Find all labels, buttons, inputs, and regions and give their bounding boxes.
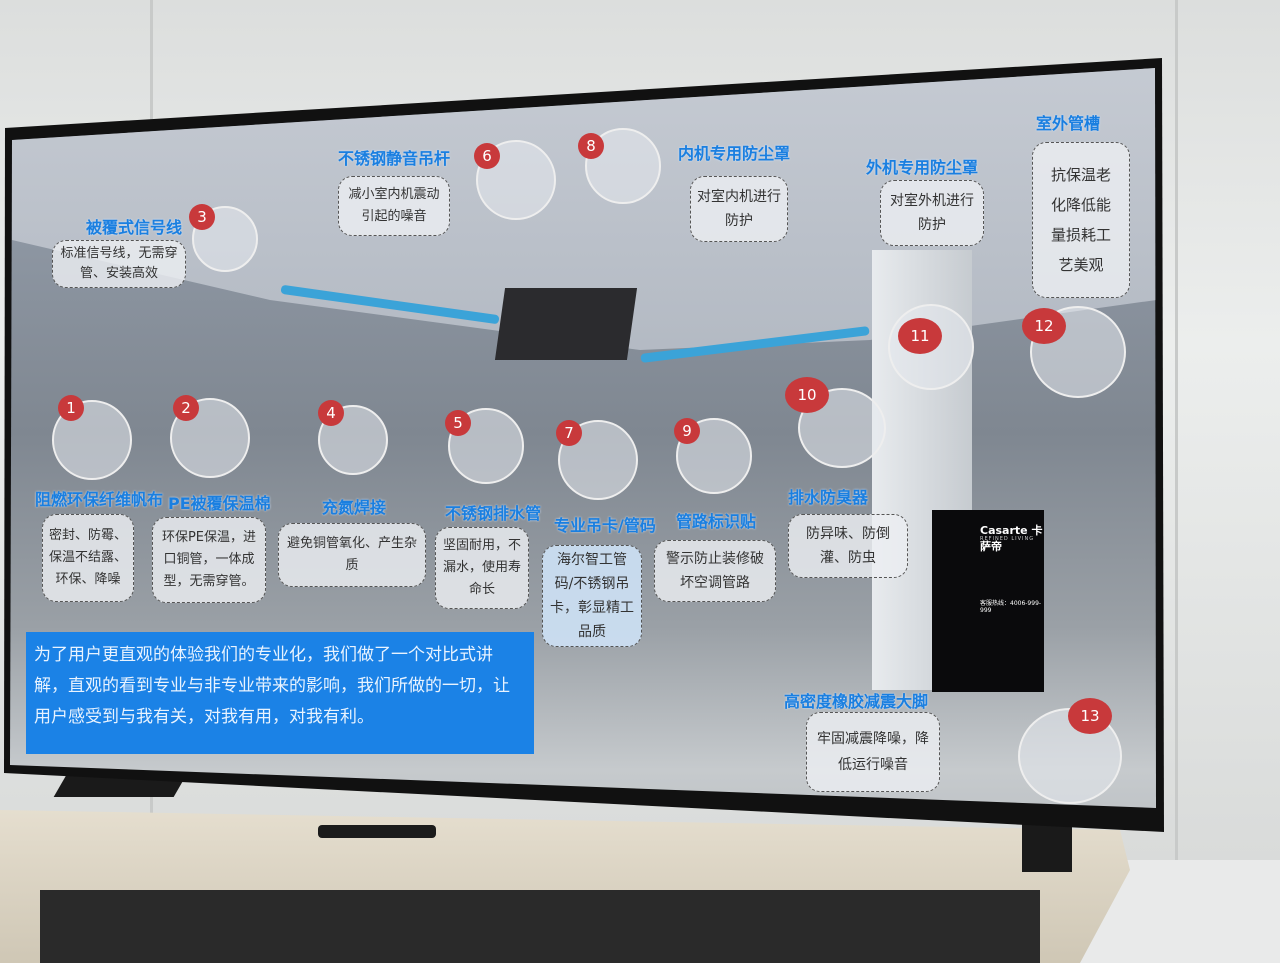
callout-title-4: 充氮焊接 [322,498,387,517]
callout-title-8: 内机专用防尘罩 [678,144,791,163]
callout-text-5: 坚固耐用，不漏水，使用寿命长 [435,527,529,609]
product-image-4 [318,405,388,475]
brand-tagline: REFINED LIVING [980,536,1035,542]
badge-11: 11 [898,318,942,354]
callout-title-5: 不锈钢排水管 [445,504,542,523]
callout-text-3: 标准信号线，无需穿管、安装高效 [52,240,186,288]
indoor-ac-unit [494,288,638,360]
badge-9: 9 [674,418,700,444]
callout-title-12: 室外管槽 [1036,114,1101,133]
info-banner: 为了用户更直观的体验我们的专业化，我们做了一个对比式讲解，直观的看到专业与非专业… [26,632,534,754]
badge-3: 3 [189,204,215,230]
callout-text-6: 减小室内机震动引起的噪音 [338,176,450,236]
callout-text-9: 警示防止装修破坏空调管路 [654,540,776,602]
callout-text-12: 抗保温老化降低能量损耗工艺美观 [1032,142,1130,298]
desk-shelf [40,890,1040,963]
badge-8: 8 [578,133,604,159]
badge-2: 2 [173,395,199,421]
callout-title-3: 被覆式信号线 [86,218,183,237]
wall-seam [1175,0,1178,860]
callout-title-13: 高密度橡胶减震大脚 [784,692,929,711]
callout-title-11: 外机专用防尘罩 [866,158,979,177]
callout-title-2: PE被覆保温棉 [168,494,271,513]
badge-7: 7 [556,420,582,446]
callout-text-11: 对室外机进行防护 [880,180,984,246]
badge-1: 1 [58,395,84,421]
callout-text-4: 避免铜管氧化、产生杂质 [278,523,426,587]
callout-text-8: 对室内机进行防护 [690,176,788,242]
badge-13: 13 [1068,698,1112,734]
badge-4: 4 [318,400,344,426]
brand-logo: Casarte 卡萨帝 [980,524,1043,553]
callout-text-10: 防异味、防倒灌、防虫 [788,514,908,578]
badge-5: 5 [445,410,471,436]
callout-text-7: 海尔智工管码/不锈钢吊卡，彰显精工品质 [542,545,642,647]
callout-title-9: 管路标识贴 [676,512,757,531]
tv-stand-right [1022,820,1072,872]
callout-title-7: 专业吊卡/管码 [554,516,656,535]
callout-title-6: 不锈钢静音吊杆 [338,149,451,168]
callout-text-2: 环保PE保温，进口铜管，一体成型，无需穿管。 [152,517,266,603]
callout-title-1: 阻燃环保纤维帆布 [35,490,164,509]
callout-title-10: 排水防臭器 [788,488,869,507]
badge-10: 10 [785,377,829,413]
product-image-1 [52,400,132,480]
hotline: 客服热线：4006-999-999 [980,600,1042,614]
tv-remote [318,825,436,838]
badge-6: 6 [474,143,500,169]
product-image-10 [798,388,886,468]
callout-text-13: 牢固减震降噪，降低运行噪音 [806,712,940,792]
outdoor-ac-unit: Casarte 卡萨帝 REFINED LIVING 客服热线：4006-999… [932,510,1044,692]
badge-12: 12 [1022,308,1066,344]
callout-text-1: 密封、防霉、保温不结露、环保、降噪 [42,514,134,602]
